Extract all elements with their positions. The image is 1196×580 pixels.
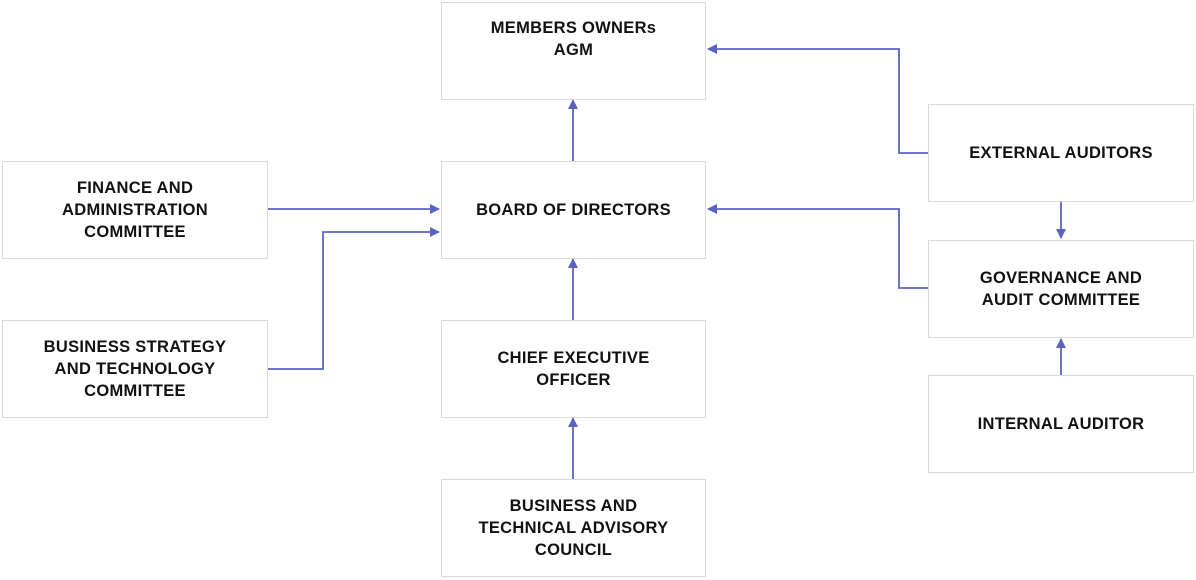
node-internal-auditor: INTERNAL AUDITOR — [928, 375, 1194, 473]
edge-external-to-members — [707, 44, 928, 154]
node-label: CHIEF EXECUTIVE OFFICER — [497, 349, 650, 389]
node-label: INTERNAL AUDITOR — [977, 415, 1145, 433]
node-label: MEMBERS OWNERs AGM — [490, 19, 657, 59]
node-board-of-directors: BOARD OF DIRECTORS — [441, 161, 706, 259]
edge-gac-to-board — [707, 204, 928, 289]
node-chief-executive-officer: CHIEF EXECUTIVE OFFICER — [441, 320, 706, 418]
node-business-technical-advisory-council: BUSINESS AND TECHNICAL ADVISORY COUNCIL — [441, 479, 706, 577]
node-external-auditors: EXTERNAL AUDITORS — [928, 104, 1194, 202]
node-governance-audit-committee: GOVERNANCE AND AUDIT COMMITTEE — [928, 240, 1194, 338]
node-label: FINANCE AND ADMINISTRATION COMMITTEE — [62, 179, 208, 241]
edge-bst-to-board — [268, 227, 440, 370]
node-members-owners-agm: MEMBERS OWNERs AGM — [441, 2, 706, 100]
node-label: BOARD OF DIRECTORS — [476, 201, 671, 219]
node-label: BUSINESS AND TECHNICAL ADVISORY COUNCIL — [478, 497, 669, 559]
node-label: EXTERNAL AUDITORS — [969, 144, 1153, 162]
node-label: BUSINESS STRATEGY AND TECHNOLOGY COMMITT… — [43, 338, 227, 400]
node-finance-administration-committee: FINANCE AND ADMINISTRATION COMMITTEE — [2, 161, 268, 259]
node-business-strategy-technology-committee: BUSINESS STRATEGY AND TECHNOLOGY COMMITT… — [2, 320, 268, 418]
node-label: GOVERNANCE AND AUDIT COMMITTEE — [979, 269, 1143, 309]
